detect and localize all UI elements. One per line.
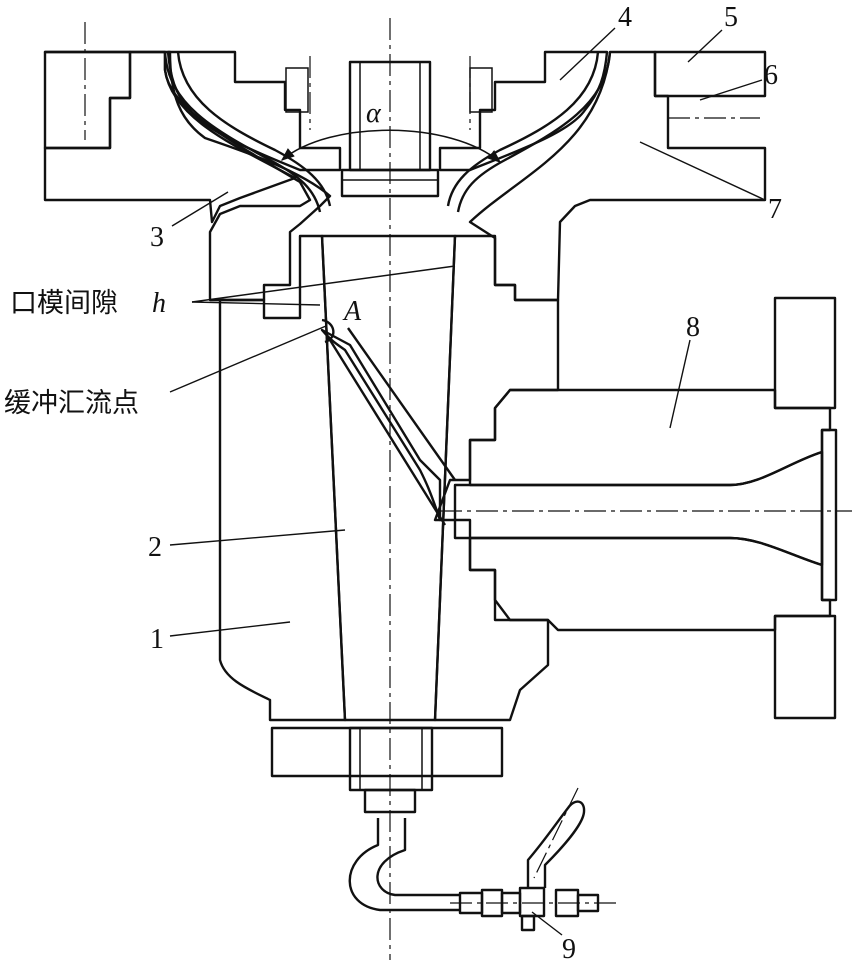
label-part-3: 3 xyxy=(150,222,164,253)
leader-lines xyxy=(169,27,766,936)
adapter-part-8 xyxy=(453,296,838,720)
label-part-9: 9 xyxy=(562,934,576,965)
label-die-gap: 口模间隙 xyxy=(10,288,118,319)
label-part-2: 2 xyxy=(148,532,162,563)
alpha-angle-arc xyxy=(280,129,502,163)
label-part-4: 4 xyxy=(618,2,632,33)
label-part-7: 7 xyxy=(768,194,782,225)
label-buffer-point: 缓冲汇流点 xyxy=(4,388,139,419)
label-part-8: 8 xyxy=(686,312,700,343)
labels: 4 5 6 7 3 8 2 1 9 α A 口模间隙 h 缓冲汇流点 xyxy=(4,2,782,965)
main-body xyxy=(218,234,560,722)
top-flange xyxy=(43,50,767,302)
label-part-1: 1 xyxy=(150,624,164,655)
flow-channel xyxy=(163,51,612,213)
label-alpha: α xyxy=(366,98,382,129)
center-lines xyxy=(84,18,852,960)
label-part-6: 6 xyxy=(764,60,778,91)
label-gap-h: h xyxy=(152,288,166,319)
bottom-assembly xyxy=(270,726,600,932)
label-part-5: 5 xyxy=(724,2,738,33)
label-point-a: A xyxy=(342,296,362,327)
